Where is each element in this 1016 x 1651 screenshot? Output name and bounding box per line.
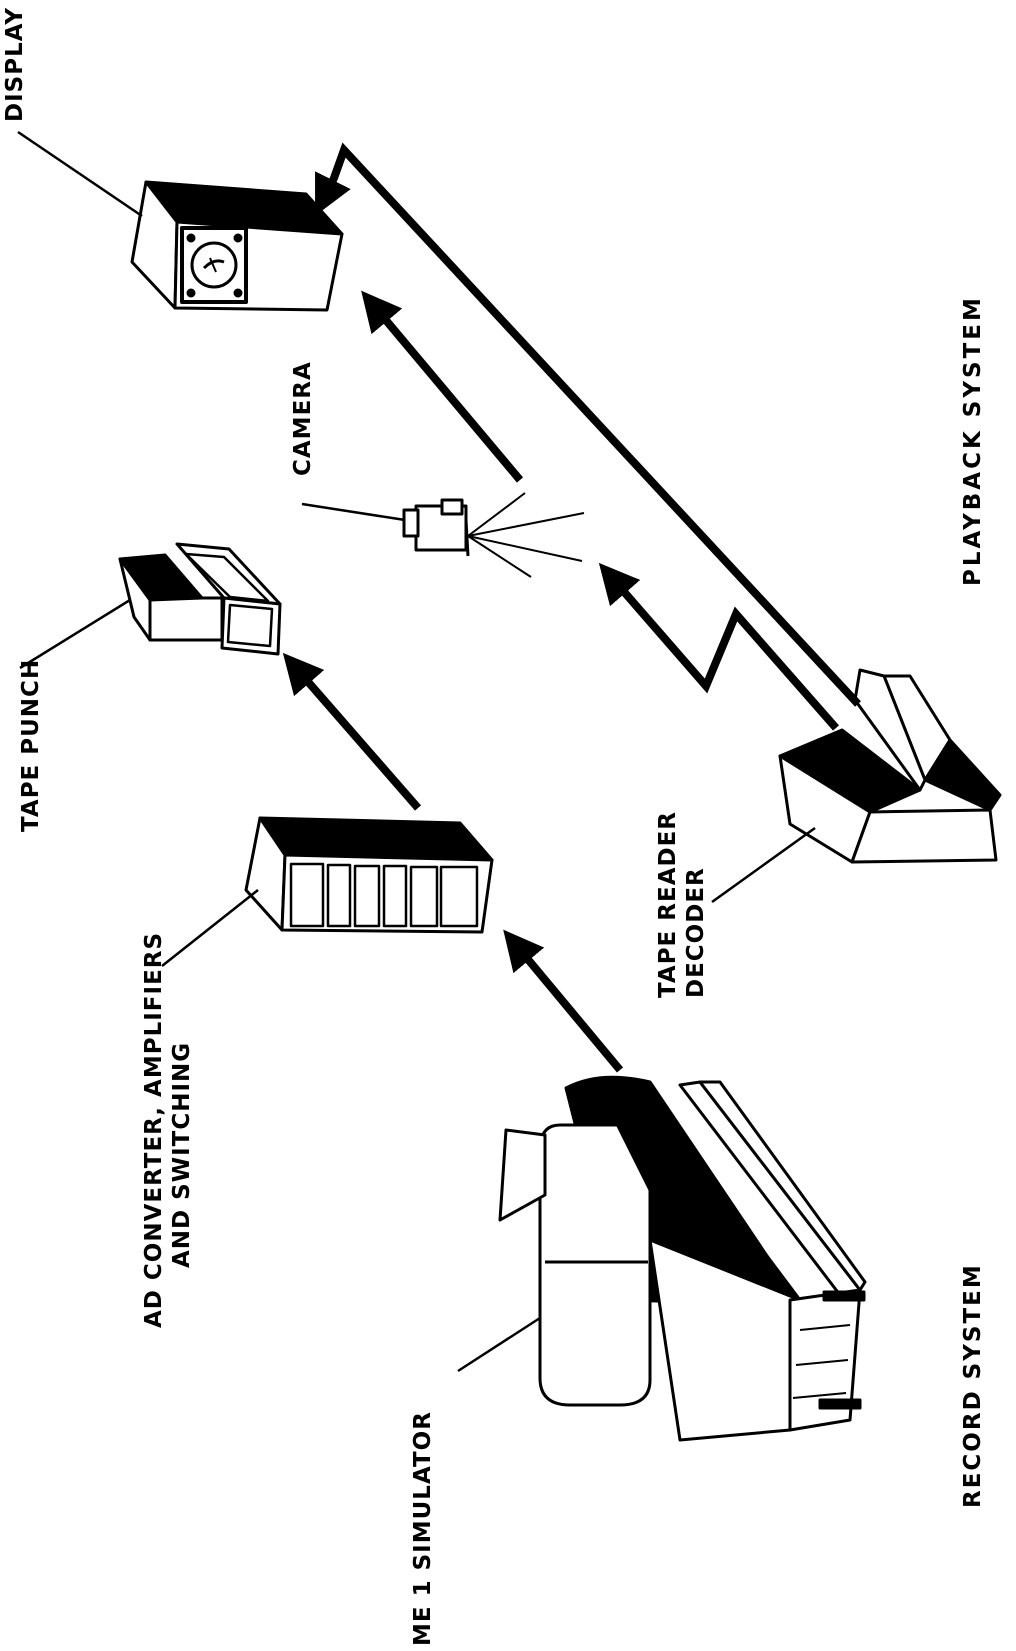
simulator-unit bbox=[498, 1075, 867, 1442]
tape-reader-label-line2: DECODER bbox=[683, 867, 709, 998]
ad-converter-label-line2: AND SWITCHING bbox=[169, 1041, 195, 1268]
arrow-converter-to-punch bbox=[282, 652, 422, 811]
record-system-label: RECORD SYSTEM bbox=[960, 1263, 986, 1508]
simulator-label: ME 1 SIMULATOR bbox=[410, 1411, 436, 1646]
camera-unit bbox=[402, 492, 585, 578]
camera-leader-line bbox=[301, 502, 406, 522]
ad-converter-label-line1: AD CONVERTER, AMPLIFIERS bbox=[141, 931, 167, 1328]
tape-punch-leader-line bbox=[19, 598, 131, 670]
simulator-leader-line bbox=[457, 1316, 541, 1373]
ad-converter-unit bbox=[244, 816, 494, 934]
playback-system-label: PLAYBACK SYSTEM bbox=[960, 295, 986, 586]
arrow-camera-to-display bbox=[361, 290, 524, 483]
display-label: DISPLAY bbox=[2, 7, 28, 122]
tape-reader-label: TAPE READER DECODER bbox=[654, 811, 710, 998]
display-leader-line bbox=[17, 130, 143, 218]
display-unit bbox=[130, 180, 344, 312]
tape-reader-unit bbox=[778, 668, 1002, 864]
tape-reader-leader-line bbox=[711, 826, 816, 904]
tape-punch-unit bbox=[118, 542, 282, 656]
arrow-reader-to-camera bbox=[598, 562, 840, 731]
ad-converter-leader-line bbox=[161, 889, 259, 967]
camera-label: CAMERA bbox=[290, 361, 316, 476]
tape-punch-label: TAPE PUNCH bbox=[18, 658, 44, 832]
arrow-reader-to-display bbox=[315, 142, 861, 707]
arrow-simulator-to-converter bbox=[503, 929, 624, 1073]
ad-converter-label: AD CONVERTER, AMPLIFIERS AND SWITCHING bbox=[140, 932, 196, 1328]
tape-reader-label-line1: TAPE READER bbox=[655, 810, 681, 998]
